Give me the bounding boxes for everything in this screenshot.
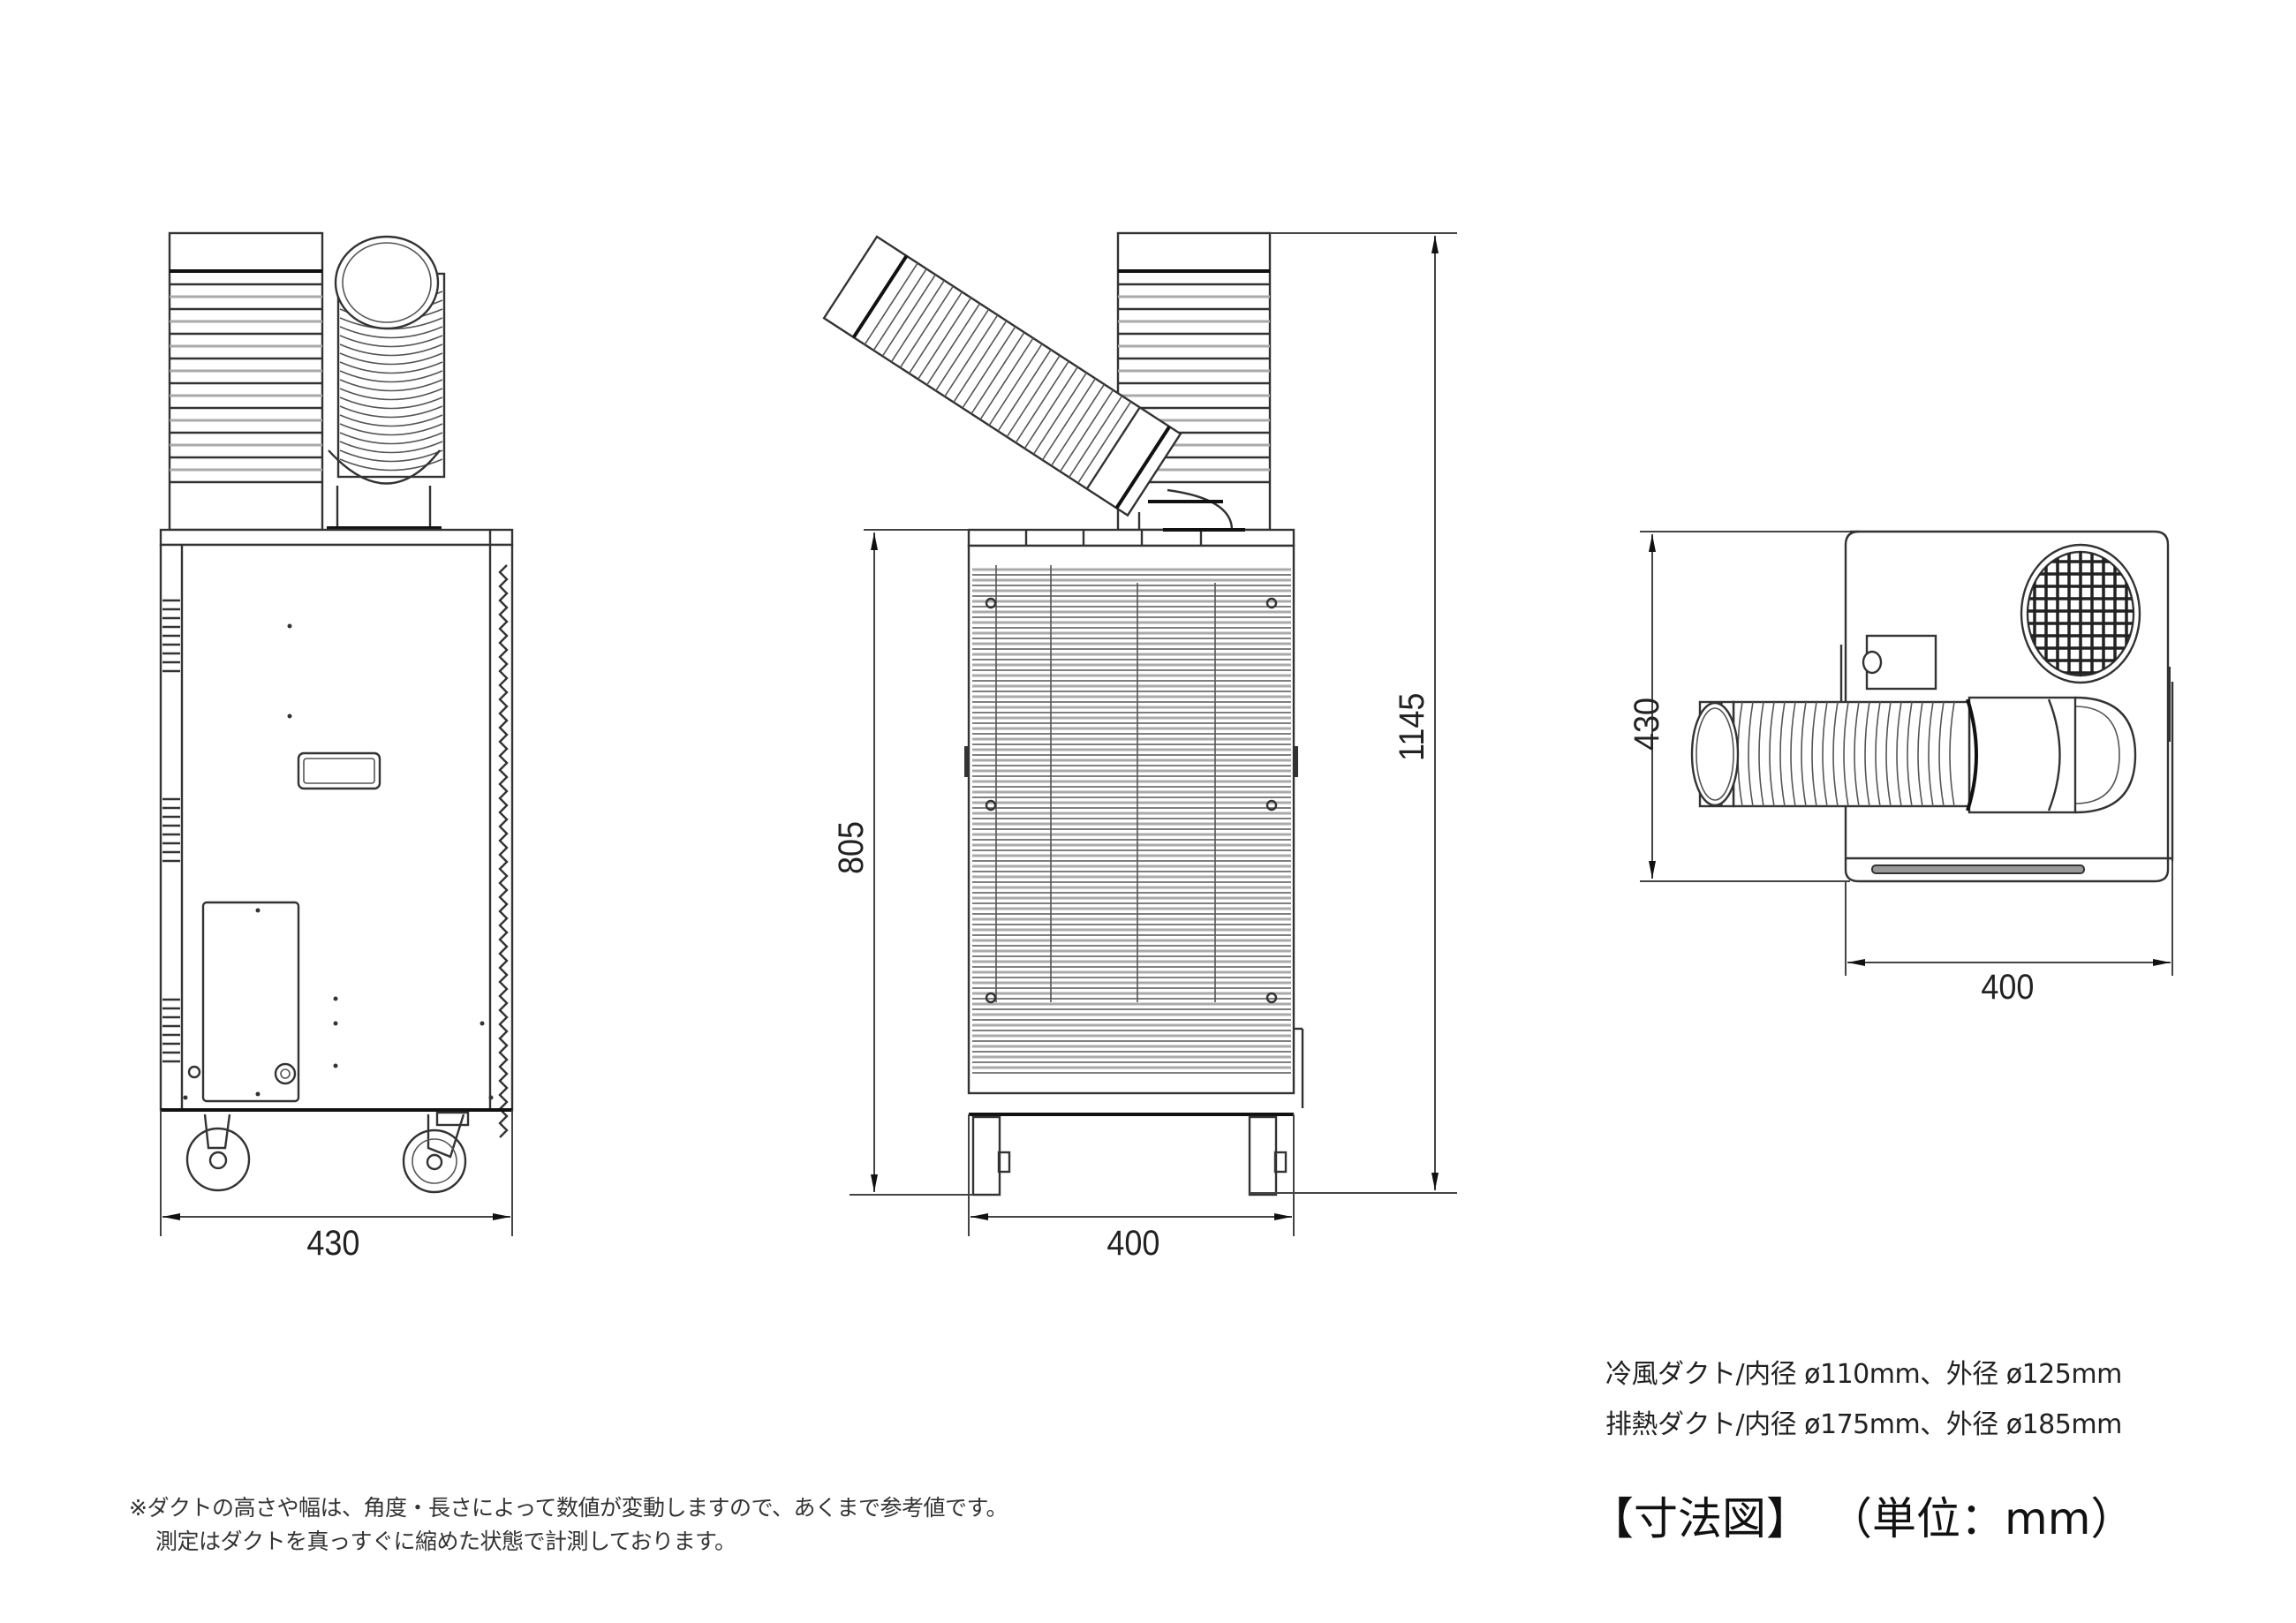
unit-body-side xyxy=(964,544,1304,1116)
top-dimensions xyxy=(1640,531,2173,976)
casters-side xyxy=(971,1115,1288,1196)
unit-label: （単位：mm） xyxy=(1828,1493,2135,1544)
top-view xyxy=(1640,530,2174,976)
cold-duct-spec: 冷風ダクト/内径 ø110mm、外径 ø125mm xyxy=(1605,1359,2122,1390)
casters-front xyxy=(185,1111,470,1194)
front-view xyxy=(159,231,514,1236)
cold-air-duct-top xyxy=(1690,696,2137,814)
side-body-height-label: 805 xyxy=(832,820,871,874)
note-line-1: ※ダクトの高さや幅は、角度・長さによって数値が変動しますので、あくまで参考値です… xyxy=(129,1495,1008,1521)
cold-air-duct-front xyxy=(327,235,446,530)
cold-air-duct-side xyxy=(822,235,1234,532)
exhaust-duct-spec: 排熱ダクト/内径 ø175mm、外径 ø185mm xyxy=(1605,1409,2122,1440)
unit-top-side xyxy=(967,528,1295,547)
unit-body-front xyxy=(159,528,514,1138)
front-width-dimension xyxy=(160,1110,513,1236)
drawing-title: 【寸法図】 xyxy=(1590,1493,1810,1544)
top-depth-label: 430 xyxy=(1628,697,1666,751)
side-view xyxy=(822,231,1457,1236)
exhaust-duct-front xyxy=(168,231,324,532)
note-line-2: 測定はダクトを真っすぐに縮めた状態で計測しております。 xyxy=(155,1529,736,1554)
top-width-label: 400 xyxy=(1981,968,2035,1007)
side-dimensions xyxy=(850,232,1457,1236)
side-total-height-label: 1145 xyxy=(1393,692,1431,761)
side-width-label: 400 xyxy=(1106,1224,1160,1263)
front-width-label: 430 xyxy=(306,1224,360,1263)
control-panel-top xyxy=(1862,634,1937,691)
